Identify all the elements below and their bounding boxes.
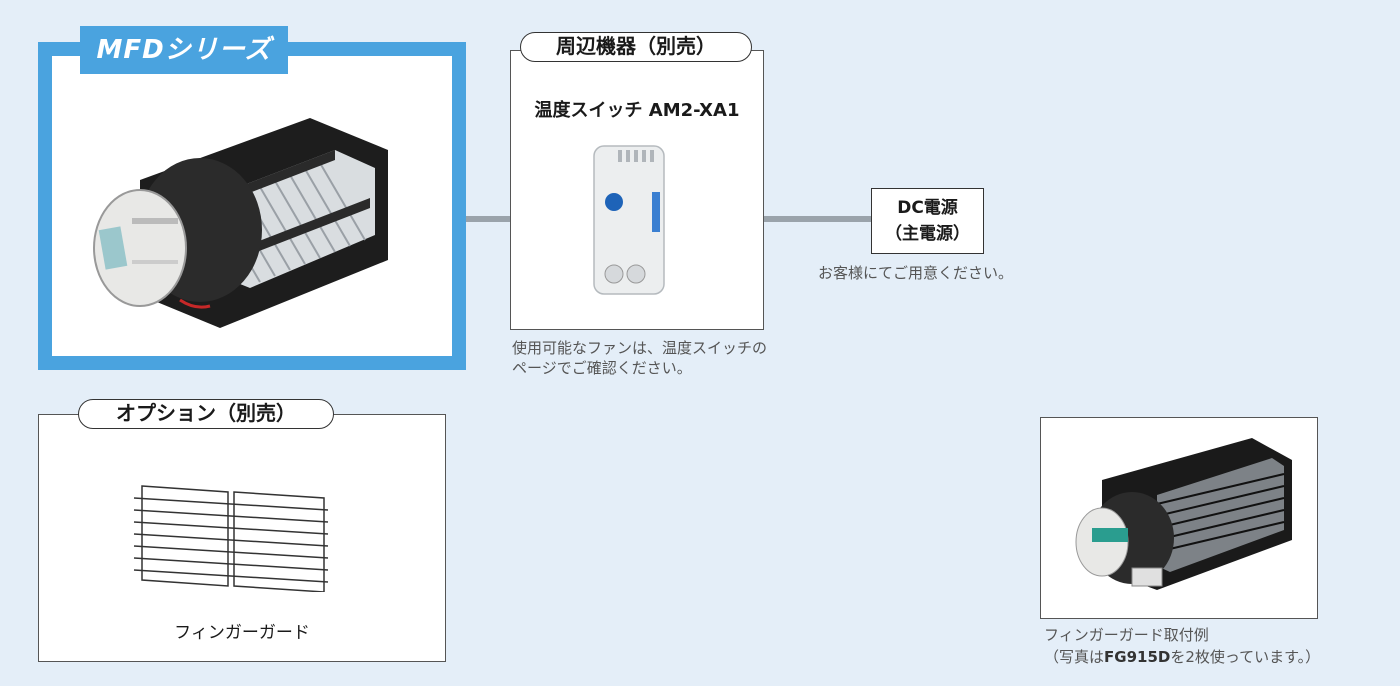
peripheral-title: 周辺機器（別売）: [520, 32, 752, 62]
caption-prefix: （写真は: [1044, 648, 1105, 666]
dc-power-box: DC電源 （主電源）: [871, 188, 984, 254]
temperature-switch-label: 温度スイッチ AM2-XA1: [534, 100, 740, 121]
option-panel: [38, 414, 446, 662]
connection-line-fan-switch: [380, 216, 600, 222]
fan-note-line-2: ページでご確認ください。: [512, 359, 692, 377]
fan-note-line-1: 使用可能なファンは、温度スイッチの: [512, 339, 768, 357]
finger-guard-label: フィンガーガード: [174, 623, 310, 643]
finger-guard-mounted-image: [1075, 438, 1292, 590]
example-caption-line-2: （写真はFG915Dを2枚使っています。）: [1044, 646, 1320, 668]
dc-power-label: DC電源: [897, 198, 958, 218]
cross-flow-fan-image: [93, 118, 388, 328]
connection-line-switch-dc: [662, 216, 872, 222]
finger-guard-image: [133, 485, 329, 592]
option-title: オプション（別売）: [78, 399, 334, 429]
temperature-switch-image: [593, 145, 665, 295]
example-caption: フィンガーガード取付例 （写真はFG915Dを2枚使っています。）: [1044, 624, 1320, 668]
mfd-series-title: MFDシリーズ: [80, 26, 288, 74]
example-caption-line-1: フィンガーガード取付例: [1044, 626, 1209, 644]
caption-suffix: を2枚使っています。）: [1170, 648, 1321, 666]
finger-guard-model: FG915D: [1104, 648, 1171, 666]
fan-compatibility-note: 使用可能なファンは、温度スイッチの ページでご確認ください。: [512, 338, 767, 378]
dc-power-note: お客様にてご用意ください。: [818, 264, 1014, 282]
main-power-label: （主電源）: [885, 224, 970, 244]
